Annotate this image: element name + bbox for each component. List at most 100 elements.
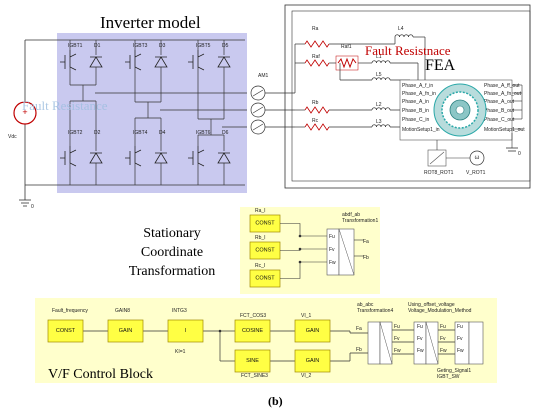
resistor-rb [304,106,330,114]
ab-abc-block-left[interactable] [367,321,381,365]
fea-port-right: Phase_B_out [484,108,515,114]
vf-fa-port: Fa [356,326,362,332]
figure-caption: (b) [268,394,283,408]
abc-const-text: CONST [255,276,275,282]
vf-port-label: Fv [394,336,400,342]
abc-const-text: CONST [255,221,275,227]
resistor-raf1 [337,57,357,69]
abdf-ab-diagonal [338,228,355,276]
gain8-block[interactable] [107,319,144,343]
fea-port-right: Phase_C_out [484,117,515,123]
abc-input-port: Fv [329,247,335,253]
vf-port-label: Fw [417,348,424,354]
fea-port-left: Phase_C_in [402,117,429,123]
abc-const-text: CONST [255,248,275,254]
igbt-bottom-icon [188,146,205,167]
fea-port-right: Phase_A_fn_out [484,91,522,97]
abc-junction [298,260,302,264]
diode-bottom-label: D6 [222,130,229,136]
rotor-block-slash [429,151,445,165]
fct-cos3-label: FCT_COS3 [240,313,266,319]
resistor-rc-label: Rc [312,118,319,124]
inductor-l2-label: L2 [376,102,382,108]
abc-const-caption: Ra_I [255,208,266,214]
inductor-l3 [371,124,391,128]
vf-port-label: Fv [457,336,463,342]
gain8-label: GAIN8 [115,308,130,314]
fault-resistance-label: Fault Resistnace [365,43,451,58]
fea-port-left: MotionSetup1_in [402,127,440,133]
rotor-block-label: ROT8_ROT1 [424,170,454,176]
abc-wire [280,223,327,237]
intg3-label: INTG3 [172,308,187,314]
igbt-bottom-icon [60,146,77,167]
inductor-l4 [394,34,414,38]
inductor-l1 [371,60,391,64]
vf-port-label: Fu [394,324,400,330]
vf-port-label: Fu [440,324,446,330]
gating-title-1: Geting_Signal1 [437,368,471,374]
coordinate-transformation-section: Stationary Coordinate Transformation Ra_… [129,207,380,294]
abc-output-port: Fa [363,239,369,245]
motor-cross-section-icon [433,83,487,137]
resistor-ra [304,40,330,48]
fault-resistance-overlay: Fault Resistance [22,98,108,113]
igbt-bottom-label: IGBT4 [133,130,148,136]
fea-port-left: Phase_A_fn_in [402,91,436,97]
abc-const-caption: Rc_I [255,263,265,269]
stationary-label: Stationary [143,226,201,241]
abdf-ab-title-2: Transformation1 [342,218,378,224]
igbt-bottom-label: IGBT6 [196,130,211,136]
sine-block[interactable] [234,349,271,373]
vf-control-title: V/F Control Block [48,367,153,382]
speed-source-label: V_ROT1 [466,170,486,176]
diode-bottom-label: D2 [94,130,101,136]
vi2-gain-block-text: GAIN [306,358,319,364]
vf-wires [83,329,455,362]
omega-glyph: ω [475,155,480,161]
vdc-source-circle [13,101,37,125]
abdf-ab-title-1: abdf_ab [342,212,360,218]
integrator-block-text: I [185,328,187,334]
inductor-l3-label: L3 [376,119,382,125]
ammeter-needle-icon [252,89,264,97]
coordinate-label: Coordinate [141,245,203,260]
fea-port-left: Phase_A_f_in [402,83,433,89]
gating-block-right[interactable] [468,321,484,365]
fea-port-left: Phase_B_in [402,108,429,114]
inductor-l2 [371,107,391,111]
gating-title-2: IGBT_SW [437,374,460,380]
vf-junction [218,329,222,333]
vf-port-label: Fv [440,336,446,342]
ammeter-needle-icon [252,123,264,131]
ab-abc-diagonal [379,321,393,365]
resistor-raf-label: Raf [312,54,320,60]
const-block[interactable] [47,319,84,343]
vf-control-section: V/F Control Block Fault_frequency GAIN8 … [35,298,497,383]
fea-inner-frame [291,10,531,182]
vi1-gain-block-text: GAIN [306,328,319,334]
inductor-l5-label: L5 [376,72,382,78]
vf-port-label: Fu [417,324,423,330]
vf-port-label: Fu [457,324,463,330]
vi1-gain-block[interactable] [294,319,331,343]
ab-abc-title-2: Transformation4 [357,308,393,314]
resistor-ra-label: Ra [312,26,319,32]
cosine-block[interactable] [234,319,271,343]
resistor-rb-label: Rb [312,100,319,106]
fea-ground-label: 0 [518,151,521,157]
integrator-block[interactable] [167,319,204,343]
vi1-label: VI_1 [301,313,312,319]
vi2-gain-block[interactable] [294,349,331,373]
vf-port-label: Fv [417,336,423,342]
igbt-top-label: IGBT1 [68,43,83,49]
resistor-rc [304,123,330,131]
intg-param-label: KI=1 [175,349,186,355]
gain8-block-text: GAIN [119,328,132,334]
cosine-block-text: COSINE [242,328,263,334]
diode-top-label: D3 [159,43,166,49]
